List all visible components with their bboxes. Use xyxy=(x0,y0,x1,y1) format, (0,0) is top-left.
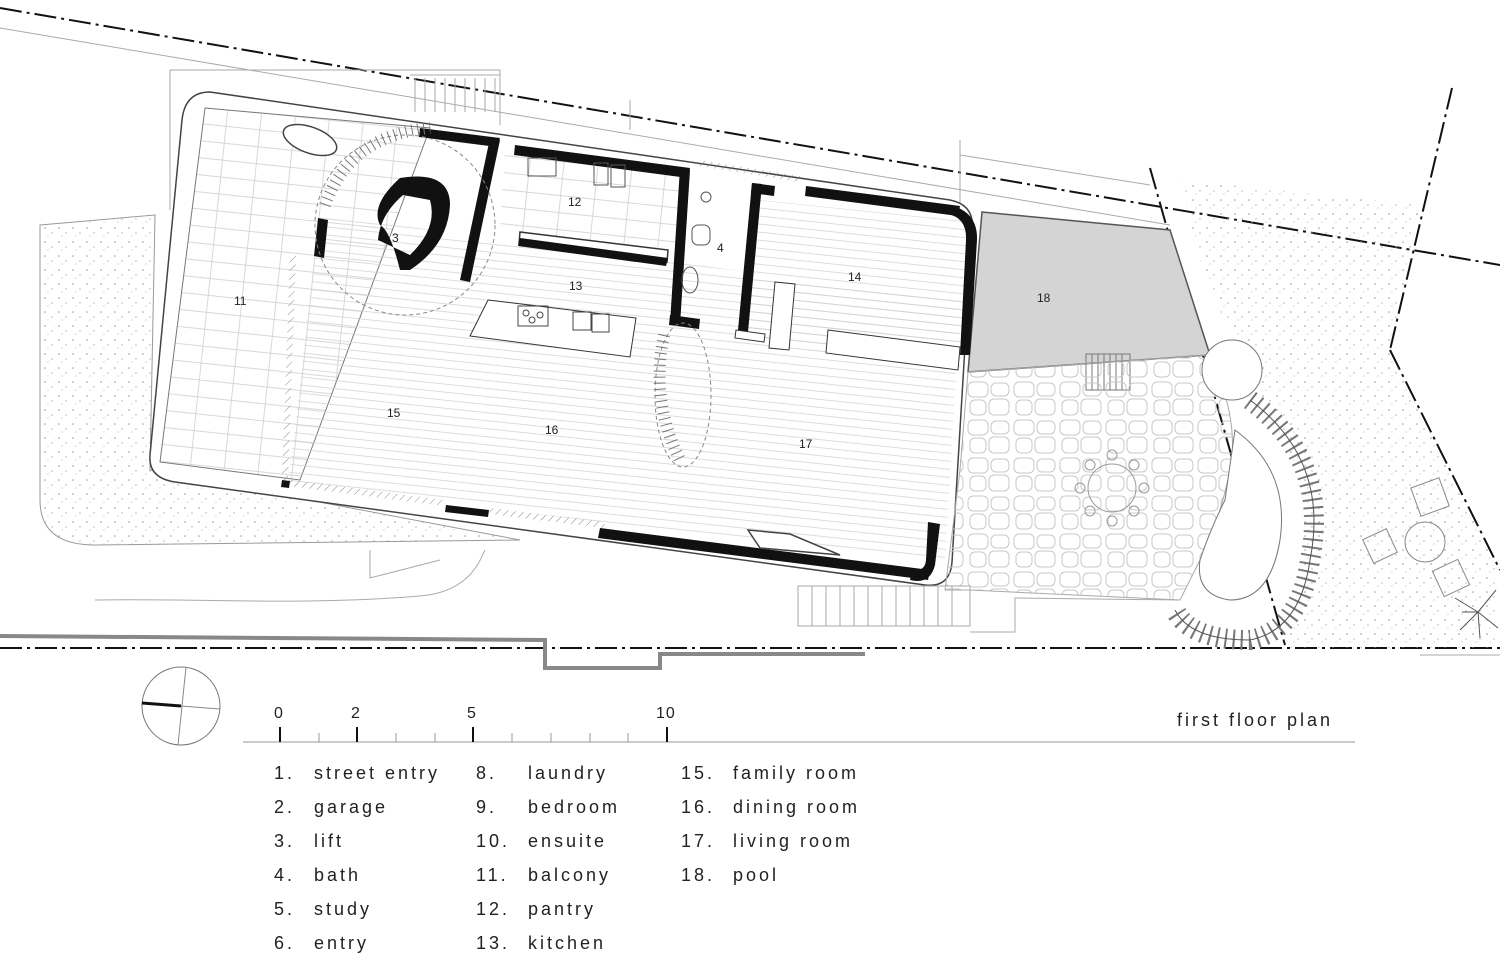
living-seat xyxy=(746,529,841,556)
balcony-seat xyxy=(282,123,338,157)
room-label-17: 17 xyxy=(799,437,813,451)
walls xyxy=(281,128,978,581)
glazing xyxy=(282,160,800,528)
legend-num: 9. xyxy=(476,797,498,817)
bench-14 xyxy=(768,281,796,351)
lift-shaft xyxy=(377,176,450,270)
legend-num: 6. xyxy=(274,933,296,953)
garden-circle xyxy=(1201,339,1263,401)
legend-num: 8. xyxy=(476,763,498,783)
room-label-16: 16 xyxy=(545,423,559,437)
legend-num: 10. xyxy=(476,831,511,851)
legend-num: 11. xyxy=(476,865,509,885)
room-14-floor xyxy=(740,200,972,370)
legend-name: bedroom xyxy=(528,797,621,817)
bench-14b xyxy=(825,329,961,371)
legend-num: 17. xyxy=(681,831,716,851)
legend-num: 2. xyxy=(274,797,296,817)
legend-name: family room xyxy=(733,763,860,783)
room-label-15: 15 xyxy=(387,406,401,420)
legend-item: 18. pool xyxy=(681,864,860,898)
room-label-3: 3 xyxy=(392,231,399,245)
room-label-4: 4 xyxy=(717,241,724,255)
terrace-steps xyxy=(797,585,971,627)
legend-name: bath xyxy=(314,865,362,885)
legend-item: 11. balcony xyxy=(476,864,620,898)
north-arrow-icon xyxy=(141,666,221,746)
legend-name: balcony xyxy=(528,865,612,885)
scale-label-2: 2 xyxy=(351,705,361,722)
legend-name: ensuite xyxy=(528,831,608,851)
legend-item: 5. study xyxy=(274,898,440,932)
legend-num: 4. xyxy=(274,865,296,885)
room-number-labels: 3 4 11 12 13 14 15 16 17 18 xyxy=(234,195,1051,451)
stone-terrace xyxy=(944,354,1233,601)
legend-item: 13. kitchen xyxy=(476,932,620,966)
room-label-13: 13 xyxy=(569,279,583,293)
legend-item: 6. entry xyxy=(274,932,440,966)
entry-steps xyxy=(414,78,496,112)
pantry-bench xyxy=(518,238,668,266)
legend-name: living room xyxy=(733,831,854,851)
legend-num: 16. xyxy=(681,797,716,817)
palm-plant xyxy=(1454,589,1499,639)
legend-column-3: 15. family room 16. dining room 17. living … xyxy=(681,762,860,898)
plan-title: first floor plan xyxy=(1177,710,1334,730)
legend-num: 18. xyxy=(681,865,716,885)
room-label-12: 12 xyxy=(568,195,582,209)
street-wall xyxy=(0,634,865,670)
garden-furniture xyxy=(1362,477,1471,598)
legend-item: 15. family room xyxy=(681,762,860,796)
legend-name: pool xyxy=(733,865,780,885)
legend-num: 1. xyxy=(274,763,296,783)
legend-item: 1. street entry xyxy=(274,762,440,796)
lower-stair xyxy=(654,322,712,468)
legend-column-2: 8. laundry 9. bedroom 10. ensuite 11. balcon… xyxy=(476,762,620,966)
pantry-appliances xyxy=(527,157,626,188)
cooktop-sink xyxy=(517,305,610,333)
legend-item: 8. laundry xyxy=(476,762,620,796)
legend-item: 16. dining room xyxy=(681,796,860,830)
legend-num: 3. xyxy=(274,831,296,851)
outdoor-table xyxy=(1074,449,1150,527)
floor-plan-drawing: 3 4 11 12 13 14 15 16 17 18 xyxy=(0,7,1500,670)
spiral-stair xyxy=(314,134,496,316)
garden-right xyxy=(1180,180,1500,648)
legend-name: lift xyxy=(314,831,344,851)
site-context-lines xyxy=(0,27,1500,656)
legend-name: pantry xyxy=(528,899,597,919)
legend-num: 5. xyxy=(274,899,296,919)
legend-name: street entry xyxy=(314,763,441,783)
legend-name: dining room xyxy=(733,797,861,817)
legend-item: 17. living room xyxy=(681,830,860,864)
legend-item: 9. bedroom xyxy=(476,796,620,830)
garden-left xyxy=(39,214,521,546)
scale-label-10: 10 xyxy=(656,705,676,722)
legend-item: 2. garage xyxy=(274,796,440,830)
legend-name: garage xyxy=(314,797,389,817)
legend-name: entry xyxy=(314,933,370,953)
legend-name: laundry xyxy=(528,763,609,783)
room-label-14: 14 xyxy=(848,270,862,284)
scale-bar xyxy=(243,727,1355,743)
scale-label-5: 5 xyxy=(467,705,477,722)
garden-bed xyxy=(1198,429,1283,601)
room-label-11: 11 xyxy=(234,294,247,308)
legend-item: 12. pantry xyxy=(476,898,620,932)
legend-num: 13. xyxy=(476,933,511,953)
legend-item: 10. ensuite xyxy=(476,830,620,864)
legend-name: kitchen xyxy=(528,933,607,953)
legend-item: 4. bath xyxy=(274,864,440,898)
legend-num: 15. xyxy=(681,763,716,783)
legend-item: 3. lift xyxy=(274,830,440,864)
legend-column-1: 1. street entry 2. garage 3. lift 4. bath 5.… xyxy=(274,762,440,966)
legend-num: 12. xyxy=(476,899,511,919)
room-12-floor xyxy=(500,148,690,250)
scale-label-0: 0 xyxy=(274,705,284,722)
bath-fixtures xyxy=(681,191,712,294)
room-label-18: 18 xyxy=(1037,291,1051,305)
legend-name: study xyxy=(314,899,373,919)
pool xyxy=(967,211,1212,373)
